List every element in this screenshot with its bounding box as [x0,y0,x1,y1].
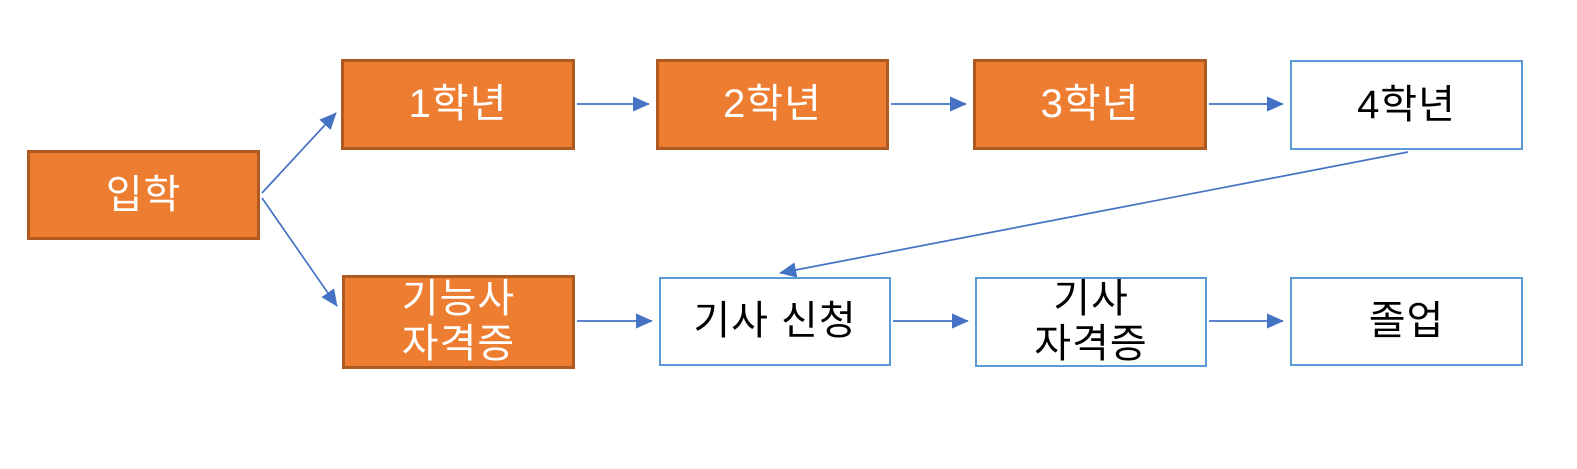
node-engineer-apply-label: 기사 신청 [693,299,857,344]
node-craftsman-cert: 기능사 자격증 [342,275,575,369]
node-craftsman-cert-label-line1: 기능사 [401,277,516,322]
arrow-entrance-to-craftsman-cert [261,197,338,307]
node-year1-label: 1학년 [408,82,508,127]
node-year4: 4학년 [1290,60,1523,150]
arrow-entrance-to-year1 [261,112,337,194]
node-graduation: 졸업 [1290,277,1523,366]
node-graduation-label: 졸업 [1368,299,1445,344]
node-engineer-cert-label-line1: 기사 [1053,277,1129,322]
node-year4-label: 4학년 [1357,82,1456,127]
node-craftsman-cert-label-line2: 자격증 [401,322,516,366]
node-year2: 2학년 [656,59,889,150]
node-engineer-cert: 기사 자격증 [975,277,1207,367]
node-year2-label: 2학년 [723,82,822,127]
arrow-year4-to-engineer-apply [779,151,1409,278]
node-year3-label: 3학년 [1040,82,1140,127]
node-engineer-apply: 기사 신청 [659,277,891,366]
node-entrance: 입학 [27,150,260,240]
node-entrance-label: 입학 [105,172,182,217]
node-engineer-cert-label-line2: 자격증 [1034,322,1148,366]
node-year1: 1학년 [341,59,575,150]
node-year3: 3학년 [973,59,1207,150]
